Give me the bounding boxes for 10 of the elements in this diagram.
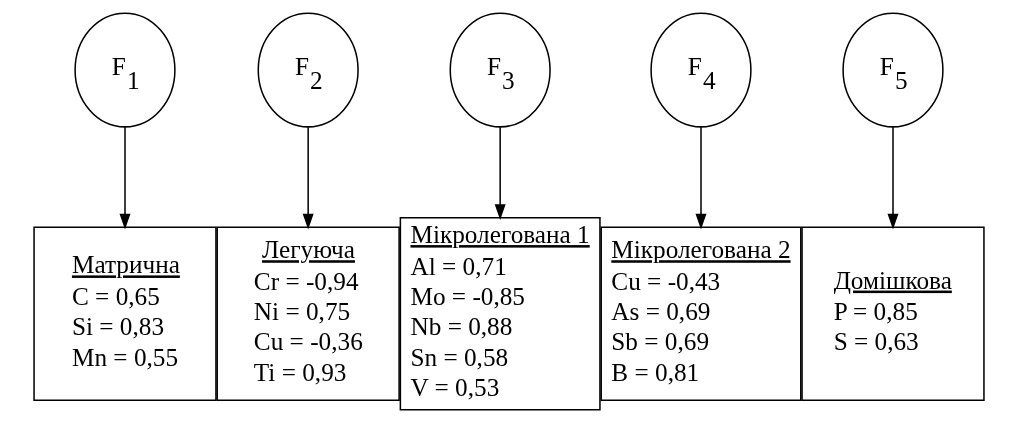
node-box: Мікролегована 1 Al = 0,71 Mo = -0,85 Nb = 0,88 Sn = 0,58 V = 0,53 <box>399 217 601 411</box>
node-box: Домішкова P = 0,85 S = 0,63 <box>800 226 985 402</box>
node-box: Матрична C = 0,65 Si = 0,83 Mn = 0,55 <box>32 226 217 402</box>
arrow <box>695 126 706 230</box>
node-box: Мікролегована 2 Cu = -0,43 As = 0,69 Sb = 0,69 B = 0,81 <box>599 226 802 402</box>
arrow <box>887 126 898 230</box>
arrow <box>302 126 314 230</box>
arrow <box>119 126 130 230</box>
node-box: Легуюча Cr = -0,94 Ni = 0,75 Cu = -0,36 Ti = 0,93 <box>215 226 400 402</box>
arrow <box>494 126 506 220</box>
